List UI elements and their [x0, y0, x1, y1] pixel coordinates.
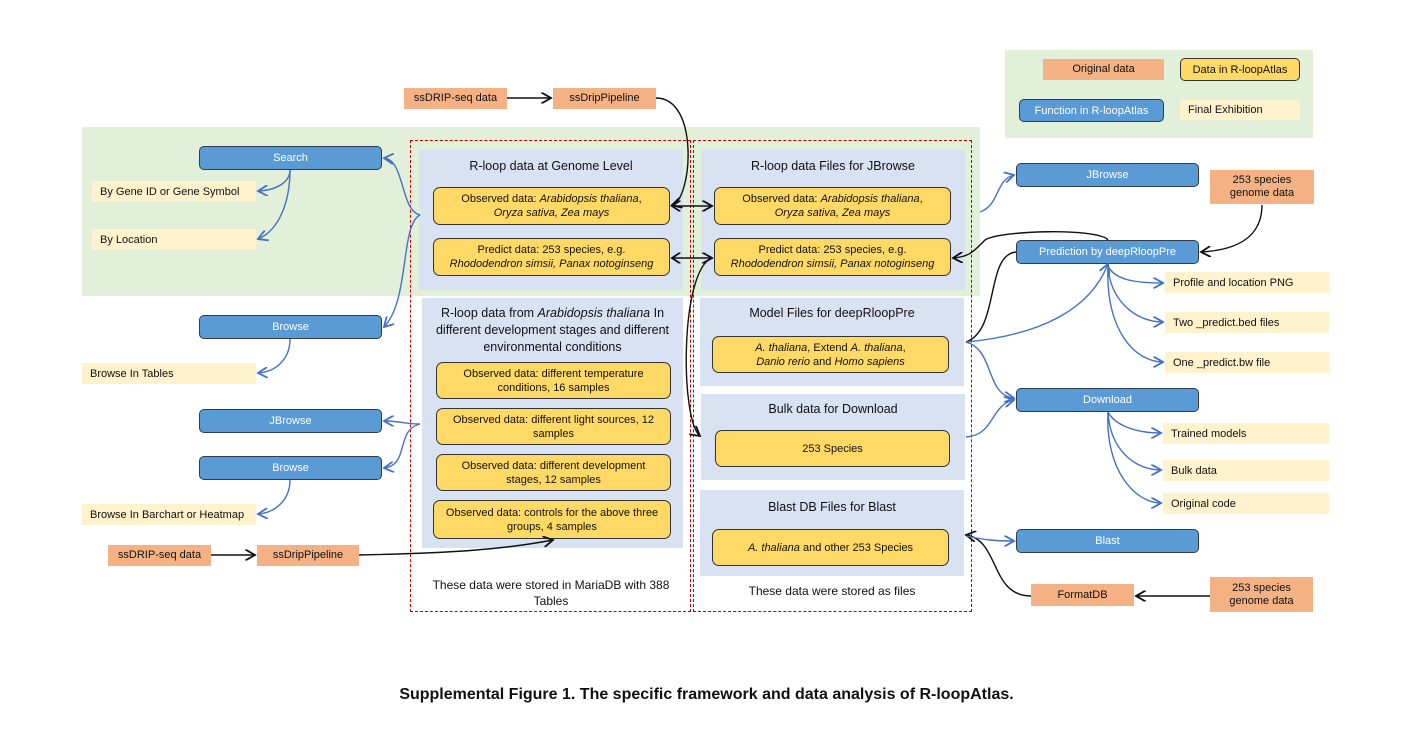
jbrowse-predict-data[interactable]: Predict data: 253 species, e.g.Rhododend… — [714, 238, 951, 276]
arrow-download-to-code — [1107, 411, 1161, 503]
download-output: Bulk data — [1163, 460, 1329, 481]
arrow-bulk-to-download — [965, 400, 1014, 438]
model-files-item[interactable]: A. thaliana, Extend A. thaliana,Danio re… — [712, 336, 949, 373]
prediction-output: Profile and location PNG — [1165, 272, 1329, 293]
arabidopsis-item[interactable]: Observed data: controls for the above th… — [433, 500, 671, 539]
arrow-model-to-download — [965, 341, 1014, 398]
jbrowse-observed-data[interactable]: Observed data: Arabidopsis thaliana,Oryz… — [714, 187, 951, 225]
download-output: Original code — [1163, 493, 1329, 514]
arabidopsis-panel-title: R-loop data from Arabidopsis thaliana In… — [435, 306, 670, 354]
blast-db-item[interactable]: A. thaliana and other 253 Species — [712, 529, 949, 566]
arrow-browse-to-barchart — [258, 479, 291, 514]
download-button[interactable]: Download — [1016, 388, 1199, 412]
search-by-gene-id: By Gene ID or Gene Symbol — [92, 181, 256, 202]
search-by-location: By Location — [92, 229, 256, 250]
legend-final-exhibition: Final Exhibition — [1180, 100, 1300, 120]
prediction-output: Two _predict.bed files — [1165, 312, 1329, 333]
arrow-model-to-prediction-blue — [965, 264, 1108, 343]
arabidopsis-item[interactable]: Observed data: different light sources, … — [436, 408, 671, 445]
legend-original-data: Original data — [1043, 59, 1164, 80]
ssdrip-pipeline-top: ssDripPipeline — [553, 88, 656, 109]
formatdb-box: FormatDB — [1031, 584, 1134, 606]
genome-data-bottom: 253 species genome data — [1210, 577, 1313, 612]
arabidopsis-item[interactable]: Observed data: different temperature con… — [436, 362, 671, 399]
search-button[interactable]: Search — [199, 146, 382, 170]
figure-caption: Supplemental Figure 1. The specific fram… — [399, 686, 1014, 703]
arrow-browse-to-tables — [258, 338, 291, 373]
prediction-button[interactable]: Prediction by deepRloopPre — [1016, 240, 1199, 264]
download-output: Trained models — [1163, 423, 1329, 444]
browse-button-charts[interactable]: Browse — [199, 456, 382, 480]
legend-data-in-atlas: Data in R-loopAtlas — [1180, 58, 1300, 81]
blast-db-title: Blast DB Files for Blast — [768, 500, 896, 514]
legend-function-in-atlas: Function in R-loopAtlas — [1019, 99, 1164, 122]
arrow-download-to-bulk — [1107, 411, 1161, 470]
jbrowse-files-title: R-loop data Files for JBrowse — [751, 159, 915, 173]
arrow-files-to-jbrowse — [979, 175, 1014, 213]
jbrowse-button-right[interactable]: JBrowse — [1016, 163, 1199, 187]
ssdrip-pipeline-bottom: ssDripPipeline — [257, 545, 359, 566]
arabidopsis-item[interactable]: Observed data: different development sta… — [436, 454, 671, 491]
genome-data-top: 253 species genome data — [1210, 170, 1314, 204]
arrow-prediction-to-bw — [1107, 265, 1163, 362]
genome-predict-data[interactable]: Predict data: 253 species, e.g.Rhododend… — [433, 238, 670, 276]
file-storage-note: These data were stored as files — [748, 584, 916, 598]
browse-in-barchart-heatmap: Browse In Barchart or Heatmap — [82, 504, 256, 525]
genome-level-title: R-loop data at Genome Level — [469, 159, 633, 173]
arrow-download-to-models — [1107, 411, 1161, 433]
bulk-data-item[interactable]: 253 Species — [715, 430, 950, 467]
arrow-blast-db-to-blast — [965, 535, 1014, 541]
browse-button-tables[interactable]: Browse — [199, 315, 382, 339]
browse-in-tables: Browse In Tables — [82, 363, 256, 384]
arrow-prediction-to-png — [1107, 265, 1163, 283]
jbrowse-button-left[interactable]: JBrowse — [199, 409, 382, 433]
bulk-data-title: Bulk data for Download — [768, 402, 898, 416]
arrow-genome-to-prediction — [1201, 204, 1263, 252]
ssdrip-seq-data-bottom: ssDRIP-seq data — [108, 545, 211, 566]
ssdrip-seq-data-top: ssDRIP-seq data — [404, 88, 507, 109]
arrow-prediction-to-bed — [1107, 265, 1163, 322]
genome-observed-data[interactable]: Observed data: Arabidopsis thaliana,Oryz… — [433, 187, 670, 225]
database-storage-note: These data were stored in MariaDB with 3… — [432, 578, 670, 608]
prediction-output: One _predict.bw file — [1165, 352, 1329, 373]
blast-button[interactable]: Blast — [1016, 529, 1199, 553]
model-files-title: Model Files for deepRloopPre — [749, 306, 915, 320]
